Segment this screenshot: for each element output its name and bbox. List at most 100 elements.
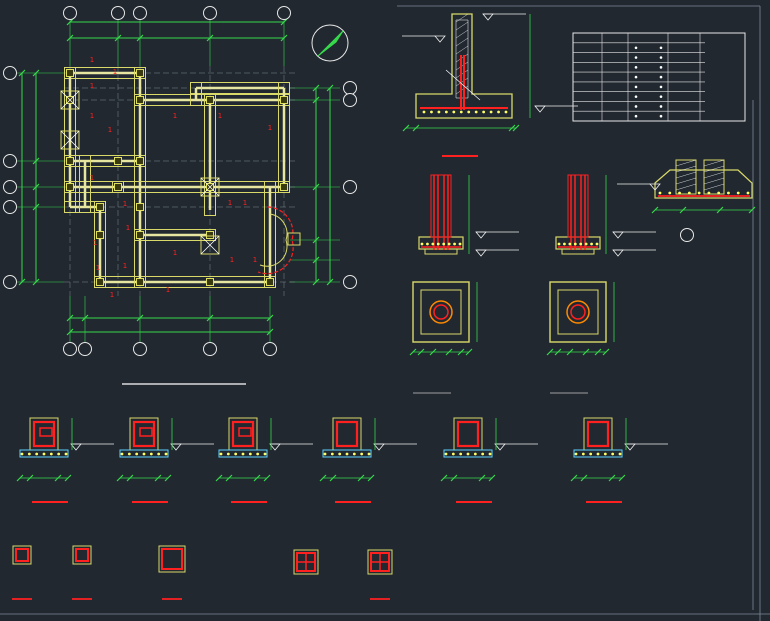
- slab-bar: [430, 110, 433, 114]
- dim-tick: [608, 474, 616, 482]
- footing-base-dot: [595, 242, 599, 246]
- table-border: [572, 32, 746, 122]
- beam-bottom-dot: [451, 452, 455, 456]
- hatch-line: [455, 45, 469, 55]
- corner-rebar-dot: [668, 191, 672, 195]
- column-outline: [293, 549, 319, 575]
- dim-tick: [402, 124, 410, 132]
- footing-base-dot: [573, 242, 577, 246]
- beam-bottom-dot: [618, 452, 622, 456]
- slab-bar: [504, 110, 508, 114]
- column-block: [206, 231, 214, 239]
- beam-bottom-dot: [352, 452, 356, 456]
- beam-section-4: [440, 417, 538, 503]
- axis-top-0-circle: [63, 6, 77, 20]
- beam-stirrup-inner: [39, 427, 53, 437]
- column-block: [136, 231, 144, 239]
- table-cell-mark: [634, 56, 638, 59]
- dim-tick: [748, 206, 756, 214]
- axis-bottom-1-circle: [78, 342, 92, 356]
- footing-plan-inner: [420, 289, 462, 335]
- footing-base-dot: [584, 242, 588, 246]
- footing-level-mark: [612, 249, 656, 257]
- beam-bottom-dot: [345, 452, 349, 456]
- dim-tick: [326, 278, 334, 286]
- axis-right-1-circle: [343, 93, 357, 107]
- beam-bottom-dot: [263, 452, 267, 456]
- footing-pedestal: [430, 174, 452, 238]
- section-mark: 1: [228, 199, 232, 207]
- table-cell-mark: [659, 105, 663, 108]
- footing-pad: [561, 248, 595, 255]
- table-cell-mark: [634, 75, 638, 79]
- section-mark: 1: [90, 56, 94, 64]
- dim-tick: [225, 474, 233, 482]
- column-outline: [72, 545, 92, 565]
- footing-base-dot: [420, 242, 424, 246]
- beam-section-1: [116, 417, 214, 503]
- beam-bottom-dot: [481, 452, 485, 456]
- dim-tick: [266, 328, 274, 336]
- footing-column-core: [570, 304, 586, 320]
- footing-base-dot: [436, 242, 440, 246]
- column-block: [266, 278, 274, 286]
- beam-bottom-dot: [603, 452, 607, 456]
- section-mark: 1: [90, 82, 94, 90]
- corner-rebar-dot: [727, 191, 730, 195]
- table-cell-mark: [659, 85, 663, 89]
- dim-tick: [357, 474, 365, 482]
- column-block: [136, 278, 144, 286]
- dim-tick: [66, 328, 74, 336]
- isolated-footing: [200, 235, 220, 255]
- column-block: [66, 69, 74, 77]
- beam-footing-pad: [573, 449, 623, 458]
- slab-bar: [497, 110, 500, 114]
- beam-bottom-dot: [142, 452, 146, 456]
- beam-bottom-dot: [149, 452, 153, 456]
- elevation-triangle: [534, 105, 546, 113]
- dim-tick: [440, 474, 448, 482]
- beam-level-mark: [170, 443, 214, 451]
- section-mark: 1: [253, 256, 257, 264]
- corner-rebar-dot: [658, 191, 662, 195]
- column-outline: [367, 549, 393, 575]
- hatch-line: [675, 171, 697, 179]
- table-cell-mark: [659, 75, 663, 79]
- beam-footing-pad: [443, 449, 493, 458]
- footing-pad: [424, 248, 458, 255]
- hatch-line: [455, 21, 469, 31]
- corner-rebar-dot: [736, 191, 740, 195]
- beam-bottom-dot: [64, 452, 68, 456]
- corner-detail-wall: [675, 159, 697, 195]
- column-outline: [12, 545, 32, 565]
- footing-level-mark: [475, 249, 519, 257]
- footing-column-core: [433, 304, 449, 320]
- dim-tick: [253, 474, 261, 482]
- beam-level-mark: [494, 443, 538, 451]
- beam-level-mark: [269, 443, 313, 451]
- hatch-line: [675, 165, 697, 173]
- beam-stirrup-inner: [139, 427, 153, 437]
- section-mark: 1: [123, 262, 127, 270]
- callout-leader: [445, 69, 481, 101]
- elevation-triangle: [70, 443, 82, 451]
- rebar-table: [572, 32, 746, 122]
- footing-diagonal: [60, 90, 80, 110]
- elevation-triangle: [475, 249, 487, 257]
- beam-bottom-dot: [127, 452, 131, 456]
- beam-bottom-dot: [35, 452, 39, 456]
- footing-base-dot: [557, 242, 561, 246]
- bottom-level-mark: [534, 105, 578, 113]
- section-mark: 1: [173, 112, 177, 120]
- beam-bottom-dot: [49, 452, 53, 456]
- dim-tick: [319, 474, 327, 482]
- corner-rebar-dot: [707, 191, 711, 195]
- axis-top-4-circle: [277, 6, 291, 20]
- axis-left-0-circle: [3, 66, 17, 80]
- column-stirrup: [75, 548, 89, 562]
- beam-bottom-dot: [444, 452, 448, 456]
- elevation-triangle: [649, 183, 661, 191]
- beam-bottom-dot: [611, 452, 615, 456]
- dim-tick: [570, 474, 578, 482]
